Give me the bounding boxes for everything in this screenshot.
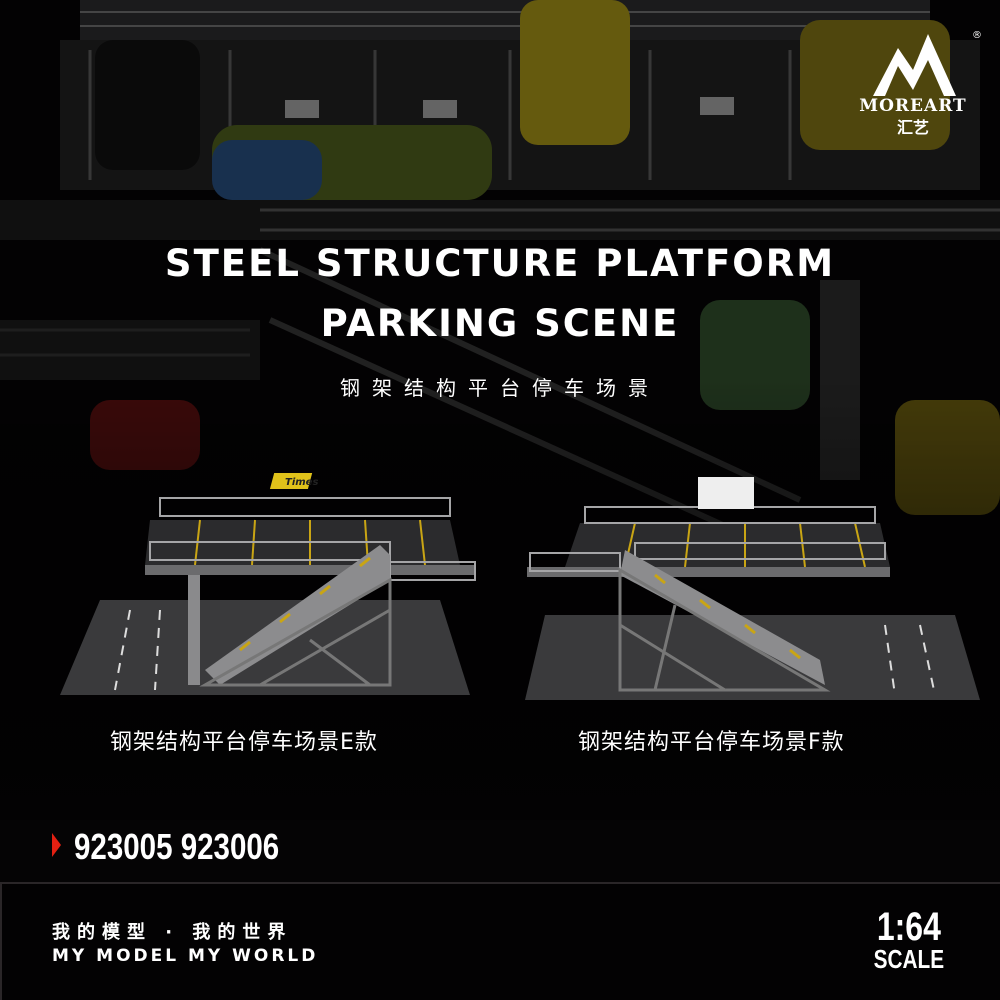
red-arrow-icon <box>52 833 61 857</box>
headline-line2: PARKING SCENE <box>320 302 680 345</box>
brand-name-cn: 汇艺 <box>896 118 929 137</box>
headline-cn: 钢架结构平台停车场景 <box>340 376 660 400</box>
product-caption-f: 钢架结构平台停车场景F款 <box>578 730 845 755</box>
times-sign-label: Times <box>285 477 318 488</box>
slogan-en: MY MODEL MY WORLD <box>52 946 319 966</box>
footer-bar: 我的模型 · 我的世界 MY MODEL MY WORLD 1:64 SCALE <box>0 882 1000 1000</box>
product-image-f <box>525 477 980 700</box>
logo-mountain-icon <box>873 34 956 96</box>
product-codes: 923005 923006 <box>74 826 280 867</box>
scale-badge: 1:64 SCALE <box>873 905 945 974</box>
slogan-cn: 我的模型 · 我的世界 <box>52 922 293 943</box>
scale-ratio: 1:64 <box>876 905 941 949</box>
headline-line1: STEEL STRUCTURE PLATFORM <box>164 242 836 285</box>
product-image-e: Times <box>60 473 476 695</box>
scale-label: SCALE <box>873 944 945 974</box>
registered-mark: ® <box>972 30 982 41</box>
brand-name: MOREART <box>859 96 967 116</box>
moreart-logo: ® MOREART 汇艺 <box>838 30 988 138</box>
product-caption-e: 钢架结构平台停车场景E款 <box>110 730 378 755</box>
